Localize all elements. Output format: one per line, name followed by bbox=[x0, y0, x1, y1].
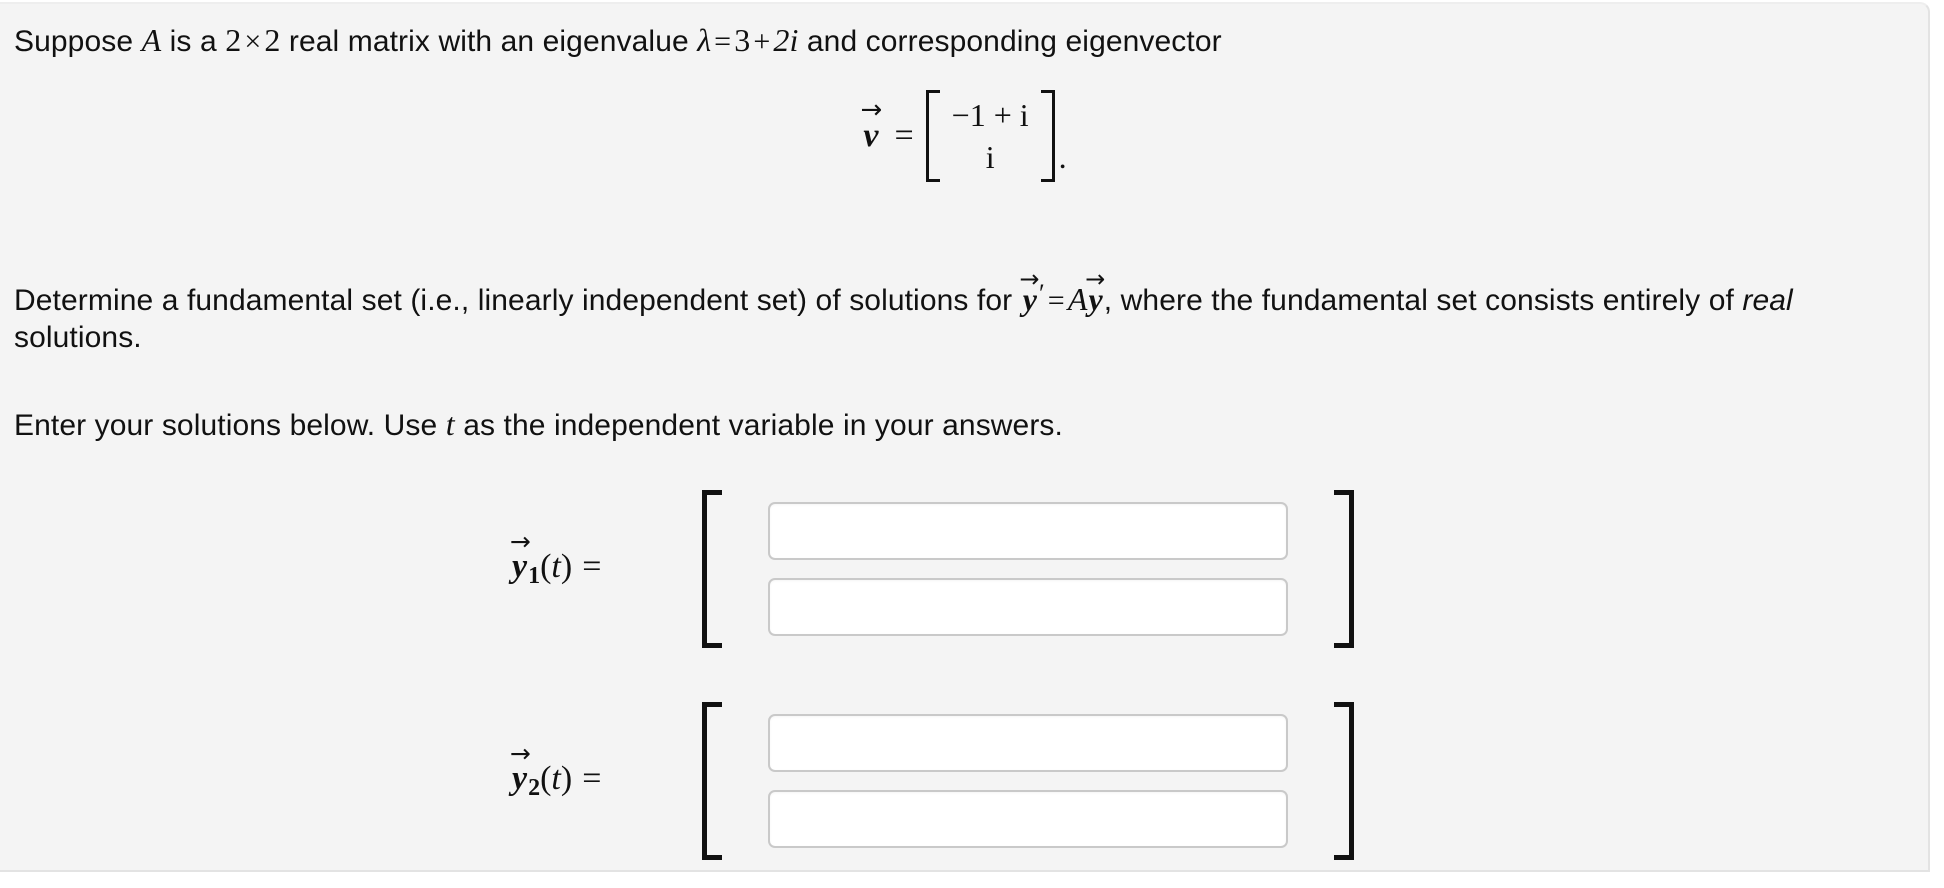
vector-v-symbol: →v bbox=[860, 95, 882, 155]
statement-text-part1: Suppose bbox=[14, 25, 142, 58]
y2-open-paren: ( bbox=[540, 760, 552, 797]
answer-label-y1: →y1(t)= bbox=[510, 527, 702, 590]
y2-arrow-accent-icon: → bbox=[509, 739, 531, 768]
prime-mark: ′ bbox=[1039, 279, 1045, 308]
ode-equals-operator: = bbox=[1047, 284, 1065, 317]
enter-text-part2: as the independent variable in your answ… bbox=[454, 409, 1063, 442]
matrix-bracket-right bbox=[1040, 90, 1055, 182]
statement-text-part4: and corresponding eigenvector bbox=[798, 25, 1222, 58]
y2-vector-symbol: →y bbox=[510, 739, 531, 798]
problem-panel: Suppose A is a 2×2 real matrix with an e… bbox=[0, 2, 1930, 872]
instruction-text-part1: Determine a fundamental set (i.e., linea… bbox=[14, 284, 1021, 317]
instruction-determine-line1: Determine a fundamental set (i.e., linea… bbox=[14, 265, 1793, 323]
answer-input-y2-row1[interactable] bbox=[768, 714, 1288, 772]
eigenvector-equals-sign: = bbox=[894, 117, 914, 154]
eigenvalue-imag-part: 2i bbox=[773, 22, 799, 58]
matrix-dim-cols: 2 bbox=[264, 22, 281, 58]
problem-statement-line: Suppose A is a 2×2 real matrix with an e… bbox=[14, 18, 1222, 64]
instruction-emphasis-real: real bbox=[1742, 284, 1793, 317]
y2-subscript: 2 bbox=[528, 775, 541, 801]
y1-close-paren: ) bbox=[560, 548, 573, 585]
statement-text-part3: real matrix with an eigenvalue bbox=[280, 25, 698, 58]
y2-equals-sign: = bbox=[582, 760, 602, 797]
answer-input-y2-row2[interactable] bbox=[768, 790, 1288, 848]
answer-bracket-right-y2 bbox=[1334, 702, 1354, 860]
y1-letter: y bbox=[512, 548, 528, 585]
independent-variable-t: t bbox=[445, 406, 455, 442]
y1-variable: t bbox=[551, 548, 561, 585]
answer-input-y1-row1[interactable] bbox=[768, 502, 1288, 560]
plus-operator: + bbox=[753, 25, 771, 58]
vector-v-letter: v bbox=[863, 117, 879, 154]
instruction-enter-solutions: Enter your solutions below. Use t as the… bbox=[14, 402, 1063, 448]
answer-fields-y1 bbox=[768, 502, 1288, 636]
answer-block-y1: →y1(t)= bbox=[510, 490, 1354, 648]
answer-input-y1-row2[interactable] bbox=[768, 578, 1288, 636]
matrix-symbol-A: A bbox=[141, 22, 162, 58]
eigenvector-trailing-period: . bbox=[1058, 139, 1067, 175]
ode-y-symbol: →y bbox=[1085, 265, 1105, 321]
eigenvector-entries: −1 + i i bbox=[942, 90, 1039, 182]
y1-vector-symbol: →y bbox=[510, 527, 531, 586]
instruction-text-part2: , where the fundamental set consists ent… bbox=[1103, 284, 1743, 317]
y1-arrow-accent-icon: → bbox=[509, 527, 531, 556]
y2-close-paren: ) bbox=[560, 760, 573, 797]
vector-arrow-accent-icon: → bbox=[860, 95, 883, 125]
eigenvector-equation-row: →v = −1 + i i . bbox=[860, 90, 1067, 182]
y-prime-letter: y bbox=[1022, 281, 1037, 317]
matrix-bracket-left bbox=[925, 90, 940, 182]
eigenvalue-real-part: 3 bbox=[734, 22, 751, 58]
y1-subscript: 1 bbox=[528, 563, 541, 589]
answer-bracket-right-y1 bbox=[1334, 490, 1354, 648]
answer-label-y2: →y2(t)= bbox=[510, 739, 702, 802]
eigenvector-entry-2: i bbox=[985, 139, 995, 175]
lambda-symbol: λ bbox=[697, 22, 712, 58]
eigenvector-entry-1: −1 + i bbox=[951, 97, 1029, 133]
y2-letter: y bbox=[512, 760, 528, 797]
answer-bracket-left-y2 bbox=[702, 702, 722, 860]
ode-y-prime-symbol: →y bbox=[1019, 265, 1039, 321]
y1-equals-sign: = bbox=[582, 548, 602, 585]
y1-open-paren: ( bbox=[540, 548, 552, 585]
statement-text-part2: is a bbox=[161, 25, 226, 58]
equals-operator: = bbox=[714, 25, 732, 58]
matrix-dim-rows: 2 bbox=[225, 22, 242, 58]
answer-block-y2: →y2(t)= bbox=[510, 702, 1354, 860]
enter-text-part1: Enter your solutions below. Use bbox=[14, 409, 446, 442]
y-letter: y bbox=[1088, 281, 1103, 317]
instruction-determine-line2: solutions. bbox=[14, 321, 142, 354]
answer-bracket-left-y1 bbox=[702, 490, 722, 648]
times-operator: × bbox=[244, 25, 262, 58]
answer-fields-y2 bbox=[768, 714, 1288, 848]
y2-variable: t bbox=[551, 760, 561, 797]
eigenvector-equation-display: →v = −1 + i i . bbox=[0, 90, 1928, 182]
ode-matrix-symbol-A: A bbox=[1067, 281, 1088, 317]
